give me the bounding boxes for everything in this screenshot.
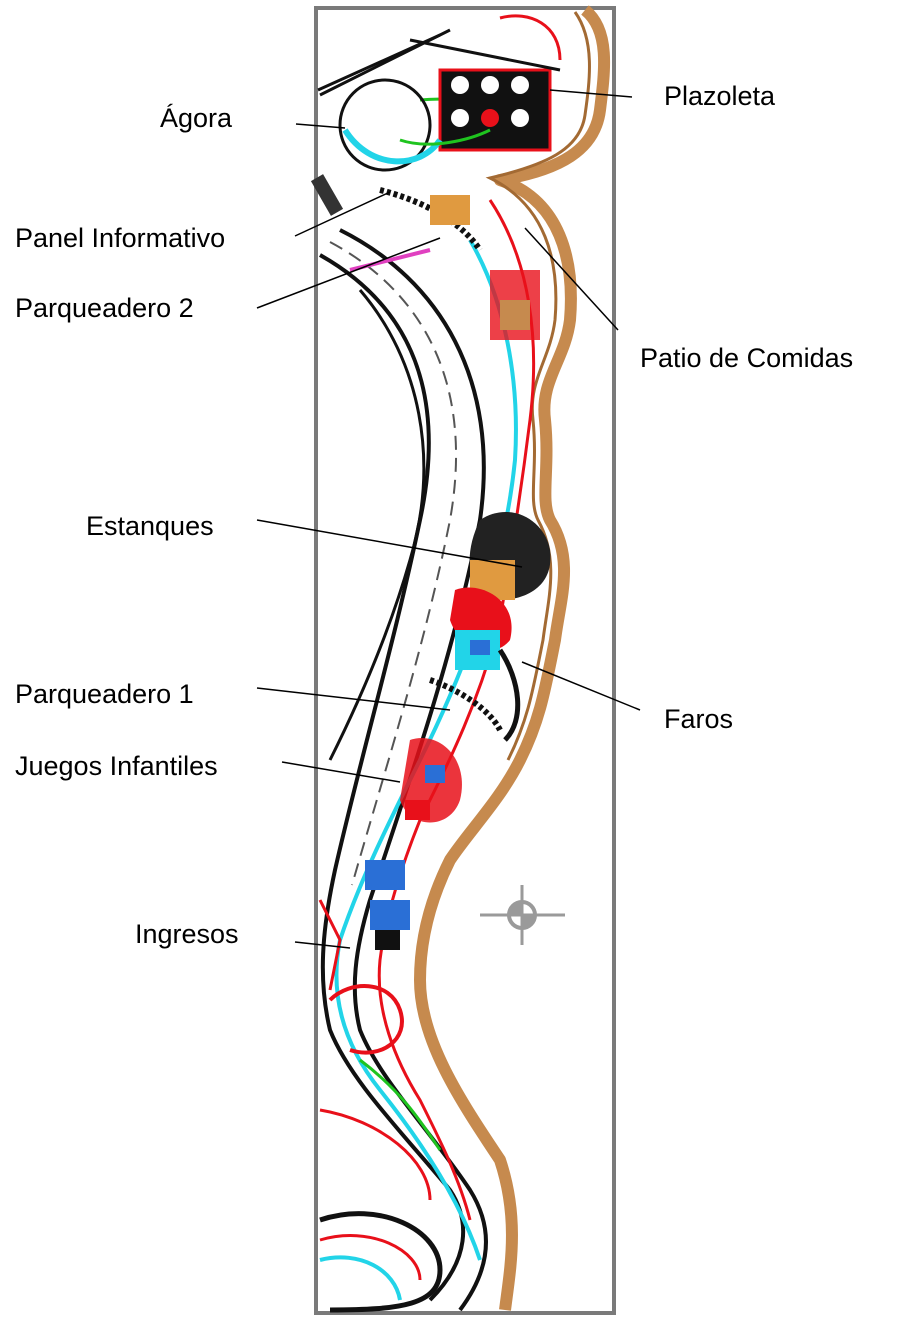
bottom-curve-red [319, 1108, 432, 1201]
leader-juegos-infantiles [281, 761, 401, 783]
leader-estanques [256, 519, 523, 568]
label-agora: Ágora [160, 103, 233, 133]
leader-parqueadero-1 [256, 687, 451, 711]
leader-faros [521, 661, 641, 711]
label-parqueadero-1: Parqueadero 1 [15, 679, 194, 709]
leader-parqueadero-2 [256, 237, 441, 309]
bottom-red-loop [328, 984, 404, 1055]
entry-diagonal [317, 33, 441, 92]
plan-frame [314, 6, 616, 1315]
label-ingresos: Ingresos [135, 919, 239, 949]
north-symbol-icon [480, 885, 565, 945]
playground-cluster [400, 738, 462, 823]
label-estanques: Estanques [86, 511, 214, 541]
leader-ingresos [294, 941, 351, 949]
roundabout [319, 1211, 443, 1313]
riverbank-contour-inner [485, 11, 591, 761]
agora-block [319, 28, 491, 172]
label-parqueadero-2: Parqueadero 2 [15, 293, 194, 323]
main-road-center-line [329, 241, 458, 886]
magenta-segment [349, 248, 431, 272]
leader-plazoleta [549, 89, 633, 98]
label-plazoleta: Plazoleta [664, 81, 776, 111]
food-court-cluster [379, 187, 540, 340]
parking-1-cluster [429, 648, 521, 742]
leader-patio-de-comidas [524, 227, 619, 331]
ponds-cluster [450, 511, 551, 670]
riverbank-contour [414, 5, 611, 1311]
label-faros: Faros [664, 704, 734, 734]
cyan-walkway [334, 238, 518, 1261]
label-patio-de-comidas: Patio de Comidas [640, 343, 854, 373]
dark-marker [310, 174, 344, 216]
inner-arc [328, 289, 426, 761]
leader-panel-informativo [294, 191, 391, 237]
label-juegos-infantiles: Juegos Infantiles [15, 751, 218, 781]
entrances-cluster [318, 860, 410, 991]
label-panel-informativo: Panel Informativo [15, 223, 226, 253]
main-road-east-edge [339, 228, 488, 1312]
green-path-bottom [359, 1058, 442, 1151]
leader-agora [295, 123, 346, 129]
plazoleta-block [409, 14, 562, 152]
